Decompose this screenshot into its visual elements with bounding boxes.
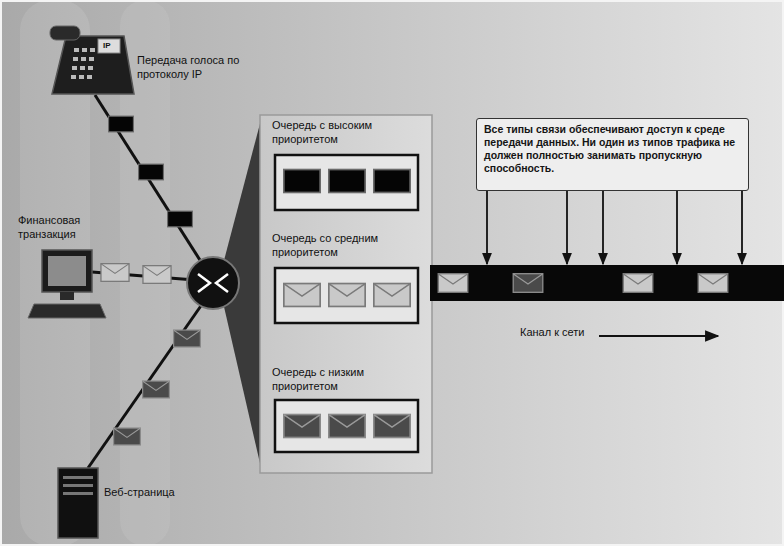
network-channel	[623, 274, 653, 293]
node-text: Очередь со средним приоритетом	[272, 232, 422, 260]
ip-phone-icon	[82, 48, 87, 52]
queue-panel	[260, 115, 432, 473]
queued-packets	[329, 415, 365, 438]
queued-packets	[284, 170, 410, 438]
queue-box: Очередь со средним приоритетом	[272, 232, 422, 324]
voice-packets	[109, 116, 193, 227]
server-icon	[63, 476, 93, 479]
server-icon	[63, 484, 93, 487]
computer-icon	[28, 304, 106, 318]
screen-label: IP	[103, 42, 111, 50]
pointer-arrow	[602, 191, 604, 265]
queued-packets	[374, 415, 410, 438]
server-icon	[58, 468, 98, 538]
node-text: Очередь с высоким приоритетом	[272, 119, 422, 147]
ip-phone-icon	[87, 75, 92, 79]
queued-packets	[284, 170, 320, 193]
channel-bar: Канал к сети	[430, 265, 784, 340]
queued-packets	[374, 170, 410, 193]
computer-icon	[42, 250, 92, 292]
web-packets	[114, 428, 141, 445]
ip-phone-icon	[98, 39, 120, 53]
router-icon	[187, 257, 239, 309]
device-label-box: Веб-страница	[104, 486, 214, 500]
node-text: Веб-страница	[104, 486, 214, 500]
queued-packets	[329, 170, 365, 193]
ip-phone-icon	[79, 75, 84, 79]
ip-phone-icon	[74, 48, 79, 52]
queued-packets	[329, 284, 365, 307]
server-icon	[58, 468, 98, 538]
computer-icon	[28, 250, 106, 318]
voice-packets	[139, 164, 164, 180]
router-icon	[198, 274, 228, 292]
pointer-arrow	[486, 191, 488, 265]
device-label-box: Финансовая транзакция	[18, 214, 114, 242]
queue-frames	[275, 155, 418, 210]
computer-icon	[60, 292, 74, 300]
network-channel	[430, 265, 784, 301]
ip-phone-icon	[52, 36, 134, 94]
network-channel	[513, 274, 543, 293]
transaction-packets	[101, 264, 129, 282]
ip-phone-icon	[81, 57, 86, 61]
network-link	[95, 95, 205, 268]
node-text: Все типы связи обеспечивают доступ к сре…	[484, 123, 741, 176]
pointer-arrow	[566, 191, 568, 265]
transaction-packets	[101, 264, 171, 284]
queue-box: Очередь с низким приоритетом	[272, 366, 422, 453]
transaction-packets	[143, 266, 171, 284]
node-text: Канал к сети	[520, 326, 585, 340]
ip-phone-icon	[72, 66, 77, 70]
router-icon	[216, 274, 228, 292]
device-label-box: Передача голоса по протоколу IP	[137, 54, 265, 82]
network-channel	[698, 274, 728, 293]
ip-phone-icon	[71, 48, 95, 79]
ip-phone-icon	[71, 75, 76, 79]
web-packets	[143, 381, 170, 398]
queue-frames	[275, 400, 418, 452]
callout-box: Все типы связи обеспечивают доступ к сре…	[476, 118, 749, 191]
ip-phone-icon	[90, 48, 95, 52]
voice-packets	[168, 211, 193, 227]
queued-packets	[284, 284, 320, 307]
network-channel	[430, 265, 784, 301]
queue-panel	[222, 115, 432, 473]
web-packets	[114, 330, 201, 445]
pointer-arrow	[741, 191, 743, 265]
network-channel	[438, 274, 468, 293]
node-text: Финансовая транзакция	[18, 214, 114, 242]
ip-phone-icon	[73, 57, 78, 61]
pointer-arrow	[676, 191, 678, 265]
router-icon	[198, 274, 210, 292]
node-text: Передача голоса по протоколу IP	[137, 54, 265, 82]
computer-icon	[48, 256, 86, 286]
queue-frames	[275, 268, 418, 323]
server-icon	[63, 492, 93, 495]
network-link	[88, 300, 205, 468]
queue-frames	[275, 155, 418, 452]
ip-phone-icon	[50, 26, 134, 94]
ip-phone-icon	[80, 66, 85, 70]
ip-phone-icon	[89, 57, 94, 61]
voice-packets	[109, 116, 134, 132]
web-packets	[174, 330, 201, 347]
direction-arrow	[599, 335, 718, 337]
queued-packets	[284, 415, 320, 438]
ip-phone-icon	[88, 66, 93, 70]
router-icon	[187, 257, 239, 309]
queued-packets	[374, 284, 410, 307]
queue-box: Очередь с высоким приоритетом	[272, 119, 422, 211]
ip-phone-icon	[50, 26, 80, 40]
node-text: Очередь с низким приоритетом	[272, 366, 422, 394]
